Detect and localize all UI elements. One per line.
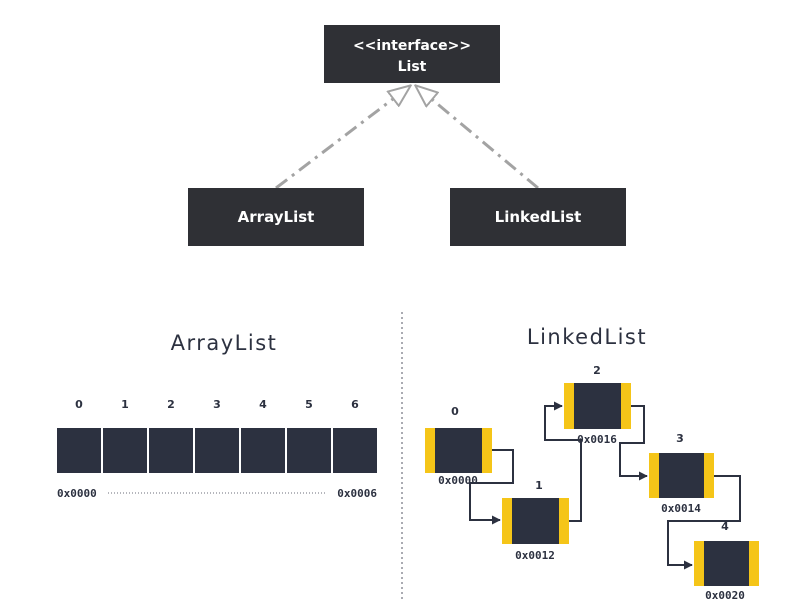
array-cell	[287, 428, 331, 473]
array-cell	[57, 428, 101, 473]
linkedlist-implements-connector	[416, 86, 539, 190]
node-body	[659, 453, 704, 498]
linked-node-2: 2 0x0016	[564, 364, 631, 446]
node-link-1-to-2	[544, 401, 582, 522]
array-cell	[103, 428, 147, 473]
node-accent-right	[704, 453, 714, 498]
array-index: 1	[121, 398, 129, 411]
array-cell	[149, 428, 193, 473]
interface-stereotype-label: <<interface>>	[353, 38, 471, 54]
linkedlist-class-label: LinkedList	[495, 208, 582, 226]
array-indices: 0 1 2 3 4 5 6	[75, 398, 359, 411]
linked-node-4: 4 0x0020	[694, 520, 759, 602]
node-address-label: 0x0020	[705, 589, 745, 602]
node-link-2-to-3	[619, 405, 648, 481]
node-address-label: 0x0014	[661, 502, 701, 515]
node-address-label: 0x0000	[438, 474, 478, 487]
node-accent-left	[694, 541, 704, 586]
node-index-label: 2	[593, 364, 601, 377]
node-index-label: 4	[721, 520, 729, 533]
array-cell	[195, 428, 239, 473]
linked-node-3: 3 0x0014	[649, 432, 714, 515]
node-accent-left	[564, 383, 574, 429]
array-cells	[57, 428, 377, 473]
node-accent-right	[621, 383, 631, 429]
node-body	[704, 541, 749, 586]
node-accent-left	[425, 428, 435, 473]
node-accent-left	[502, 498, 512, 544]
array-index: 2	[167, 398, 175, 411]
node-links	[469, 401, 741, 570]
array-index: 6	[351, 398, 359, 411]
node-link-0-to-1	[469, 449, 514, 525]
arraylist-panel: ArrayList 0 1 2 3 4 5 6 0x0000 0x0006	[57, 331, 377, 500]
node-accent-right	[559, 498, 569, 544]
array-start-address: 0x0000	[57, 487, 97, 500]
arraylist-class-label: ArrayList	[238, 208, 315, 226]
node-accent-right	[482, 428, 492, 473]
linkedlist-class-box: LinkedList	[450, 188, 626, 246]
array-index: 5	[305, 398, 313, 411]
node-link-3-to-4	[667, 475, 741, 570]
array-index: 4	[259, 398, 267, 411]
array-end-address: 0x0006	[337, 487, 377, 500]
array-index: 0	[75, 398, 83, 411]
arraylist-panel-title: ArrayList	[171, 331, 278, 355]
uml-hierarchy: <<interface>> List ArrayList LinkedList	[188, 25, 626, 246]
node-body	[512, 498, 559, 544]
node-body	[435, 428, 482, 473]
list-interface-box: <<interface>> List	[324, 25, 500, 83]
array-cell	[333, 428, 377, 473]
node-index-label: 3	[676, 432, 684, 445]
node-index-label: 1	[535, 479, 543, 492]
arraylist-class-box: ArrayList	[188, 188, 364, 246]
linked-node-0: 0 0x0000	[425, 405, 492, 487]
linkedlist-panel-title: LinkedList	[527, 325, 647, 349]
node-accent-right	[749, 541, 759, 586]
node-address-label: 0x0012	[515, 549, 555, 562]
node-accent-left	[649, 453, 659, 498]
node-body	[574, 383, 621, 429]
linked-node-1: 1 0x0012	[502, 479, 569, 562]
array-index: 3	[213, 398, 221, 411]
arraylist-implements-connector	[275, 86, 410, 190]
array-cell	[241, 428, 285, 473]
interface-name-label: List	[398, 59, 427, 75]
node-index-label: 0	[451, 405, 459, 418]
node-address-label: 0x0016	[577, 433, 617, 446]
linkedlist-panel: LinkedList 0 0x0000 1 0x0012 2	[425, 325, 759, 602]
